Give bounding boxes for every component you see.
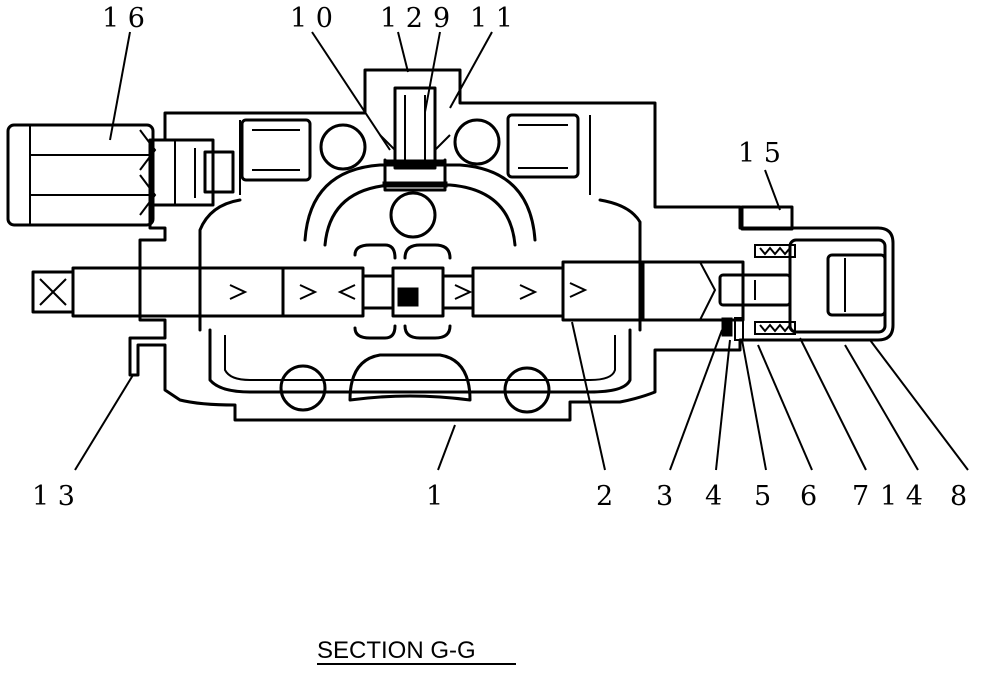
spring-cap-assembly bbox=[721, 205, 887, 341]
callout-3: 3 bbox=[656, 481, 673, 512]
check-valve bbox=[379, 86, 451, 192]
section-caption: SECTION G-G bbox=[317, 637, 516, 665]
callout-11: 1 1 bbox=[470, 3, 513, 34]
callout-1: 1 bbox=[426, 481, 443, 512]
callout-10: 1 0 bbox=[290, 3, 333, 34]
left-plug-assembly bbox=[6, 123, 235, 227]
spool bbox=[31, 243, 792, 340]
callout-5: 5 bbox=[754, 481, 771, 512]
callout-6: 6 bbox=[800, 481, 817, 512]
callout-4: 4 bbox=[705, 481, 722, 512]
callout-2: 2 bbox=[596, 481, 613, 512]
callout-12: 1 2 bbox=[380, 3, 423, 34]
callout-8: 8 bbox=[950, 481, 967, 512]
callout-7: 7 bbox=[852, 481, 869, 512]
callouts: 1 6 1 0 1 2 9 1 1 1 5 1 3 1 2 3 4 5 6 7 … bbox=[32, 3, 967, 512]
leader-lines bbox=[74, 31, 969, 471]
upper-pocket-left bbox=[240, 118, 312, 182]
callout-16: 1 6 bbox=[102, 3, 145, 34]
bolt-holes bbox=[279, 118, 551, 414]
callout-13: 1 3 bbox=[32, 481, 75, 512]
upper-pocket-right bbox=[506, 113, 580, 179]
callout-14: 1 4 bbox=[880, 481, 923, 512]
section-title: SECTION G-G bbox=[317, 637, 476, 664]
callout-15: 1 5 bbox=[738, 138, 781, 169]
callout-9: 9 bbox=[433, 3, 450, 34]
